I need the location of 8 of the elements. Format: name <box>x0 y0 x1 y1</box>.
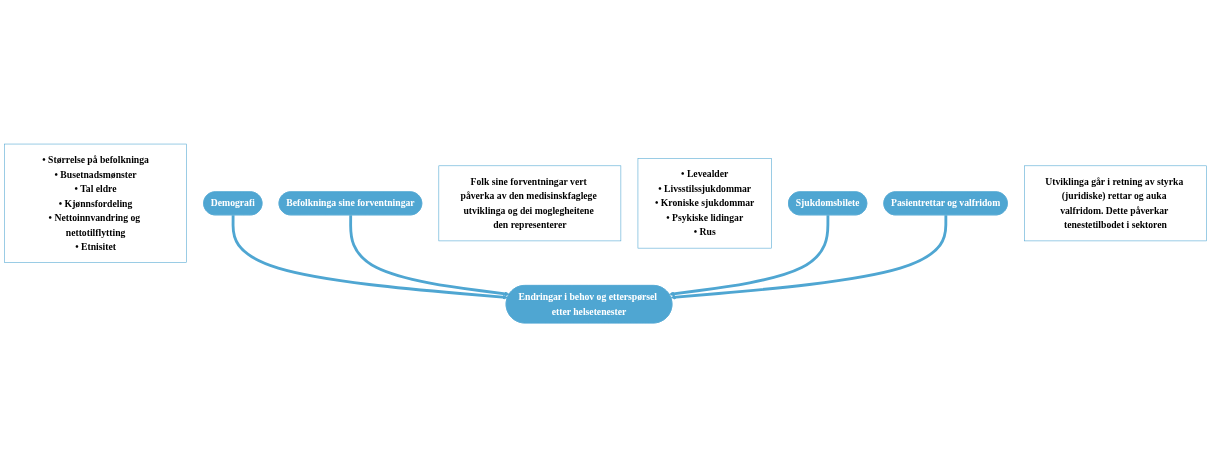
node-box: Utviklinga går i retning av styrka (juridiske) rettar og auka valfridom. Dette påverkar tenestetilbodet i sektoren <box>1024 165 1207 242</box>
arrow <box>670 215 948 300</box>
node-box: Folk sine forventningar vert påverka av den medisinskfaglege utviklinga og dei moglegheitene den representerer <box>438 165 622 242</box>
arrow <box>669 215 830 297</box>
arrow <box>231 215 508 300</box>
node-box: • Størrelse på befolkninga • Busetnadsmønster • Tal eldre • Kjønnsfordeling • Nettoinnvandring og nettotilflytting • Etnisitet <box>4 143 187 263</box>
node-box: • Levealder • Livsstilssjukdommar • Kroniske sjukdommar • Psykiske lidingar • Rus <box>637 158 772 249</box>
arrow <box>349 215 510 297</box>
